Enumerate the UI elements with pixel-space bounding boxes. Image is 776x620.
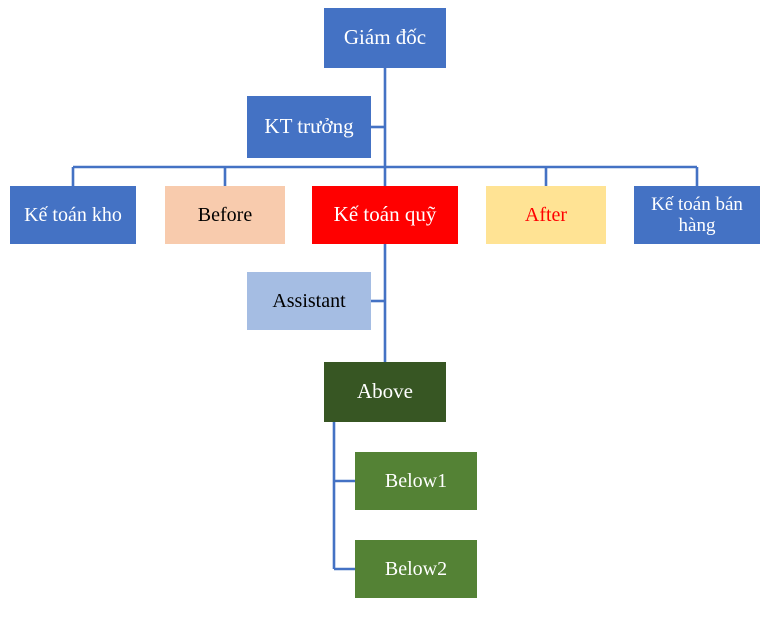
node-after[interactable]: After <box>486 186 606 244</box>
node-ke-toan-ban-hang[interactable]: Kế toán bán hàng <box>634 186 760 244</box>
node-ke-toan-kho[interactable]: Kế toán kho <box>10 186 136 244</box>
node-giam-doc[interactable]: Giám đốc <box>324 8 446 68</box>
node-above[interactable]: Above <box>324 362 446 422</box>
node-below1[interactable]: Below1 <box>355 452 477 510</box>
node-kt-truong[interactable]: KT trưởng <box>247 96 371 158</box>
node-below2[interactable]: Below2 <box>355 540 477 598</box>
node-assistant[interactable]: Assistant <box>247 272 371 330</box>
node-before[interactable]: Before <box>165 186 285 244</box>
node-ke-toan-quy[interactable]: Kế toán quỹ <box>312 186 458 244</box>
